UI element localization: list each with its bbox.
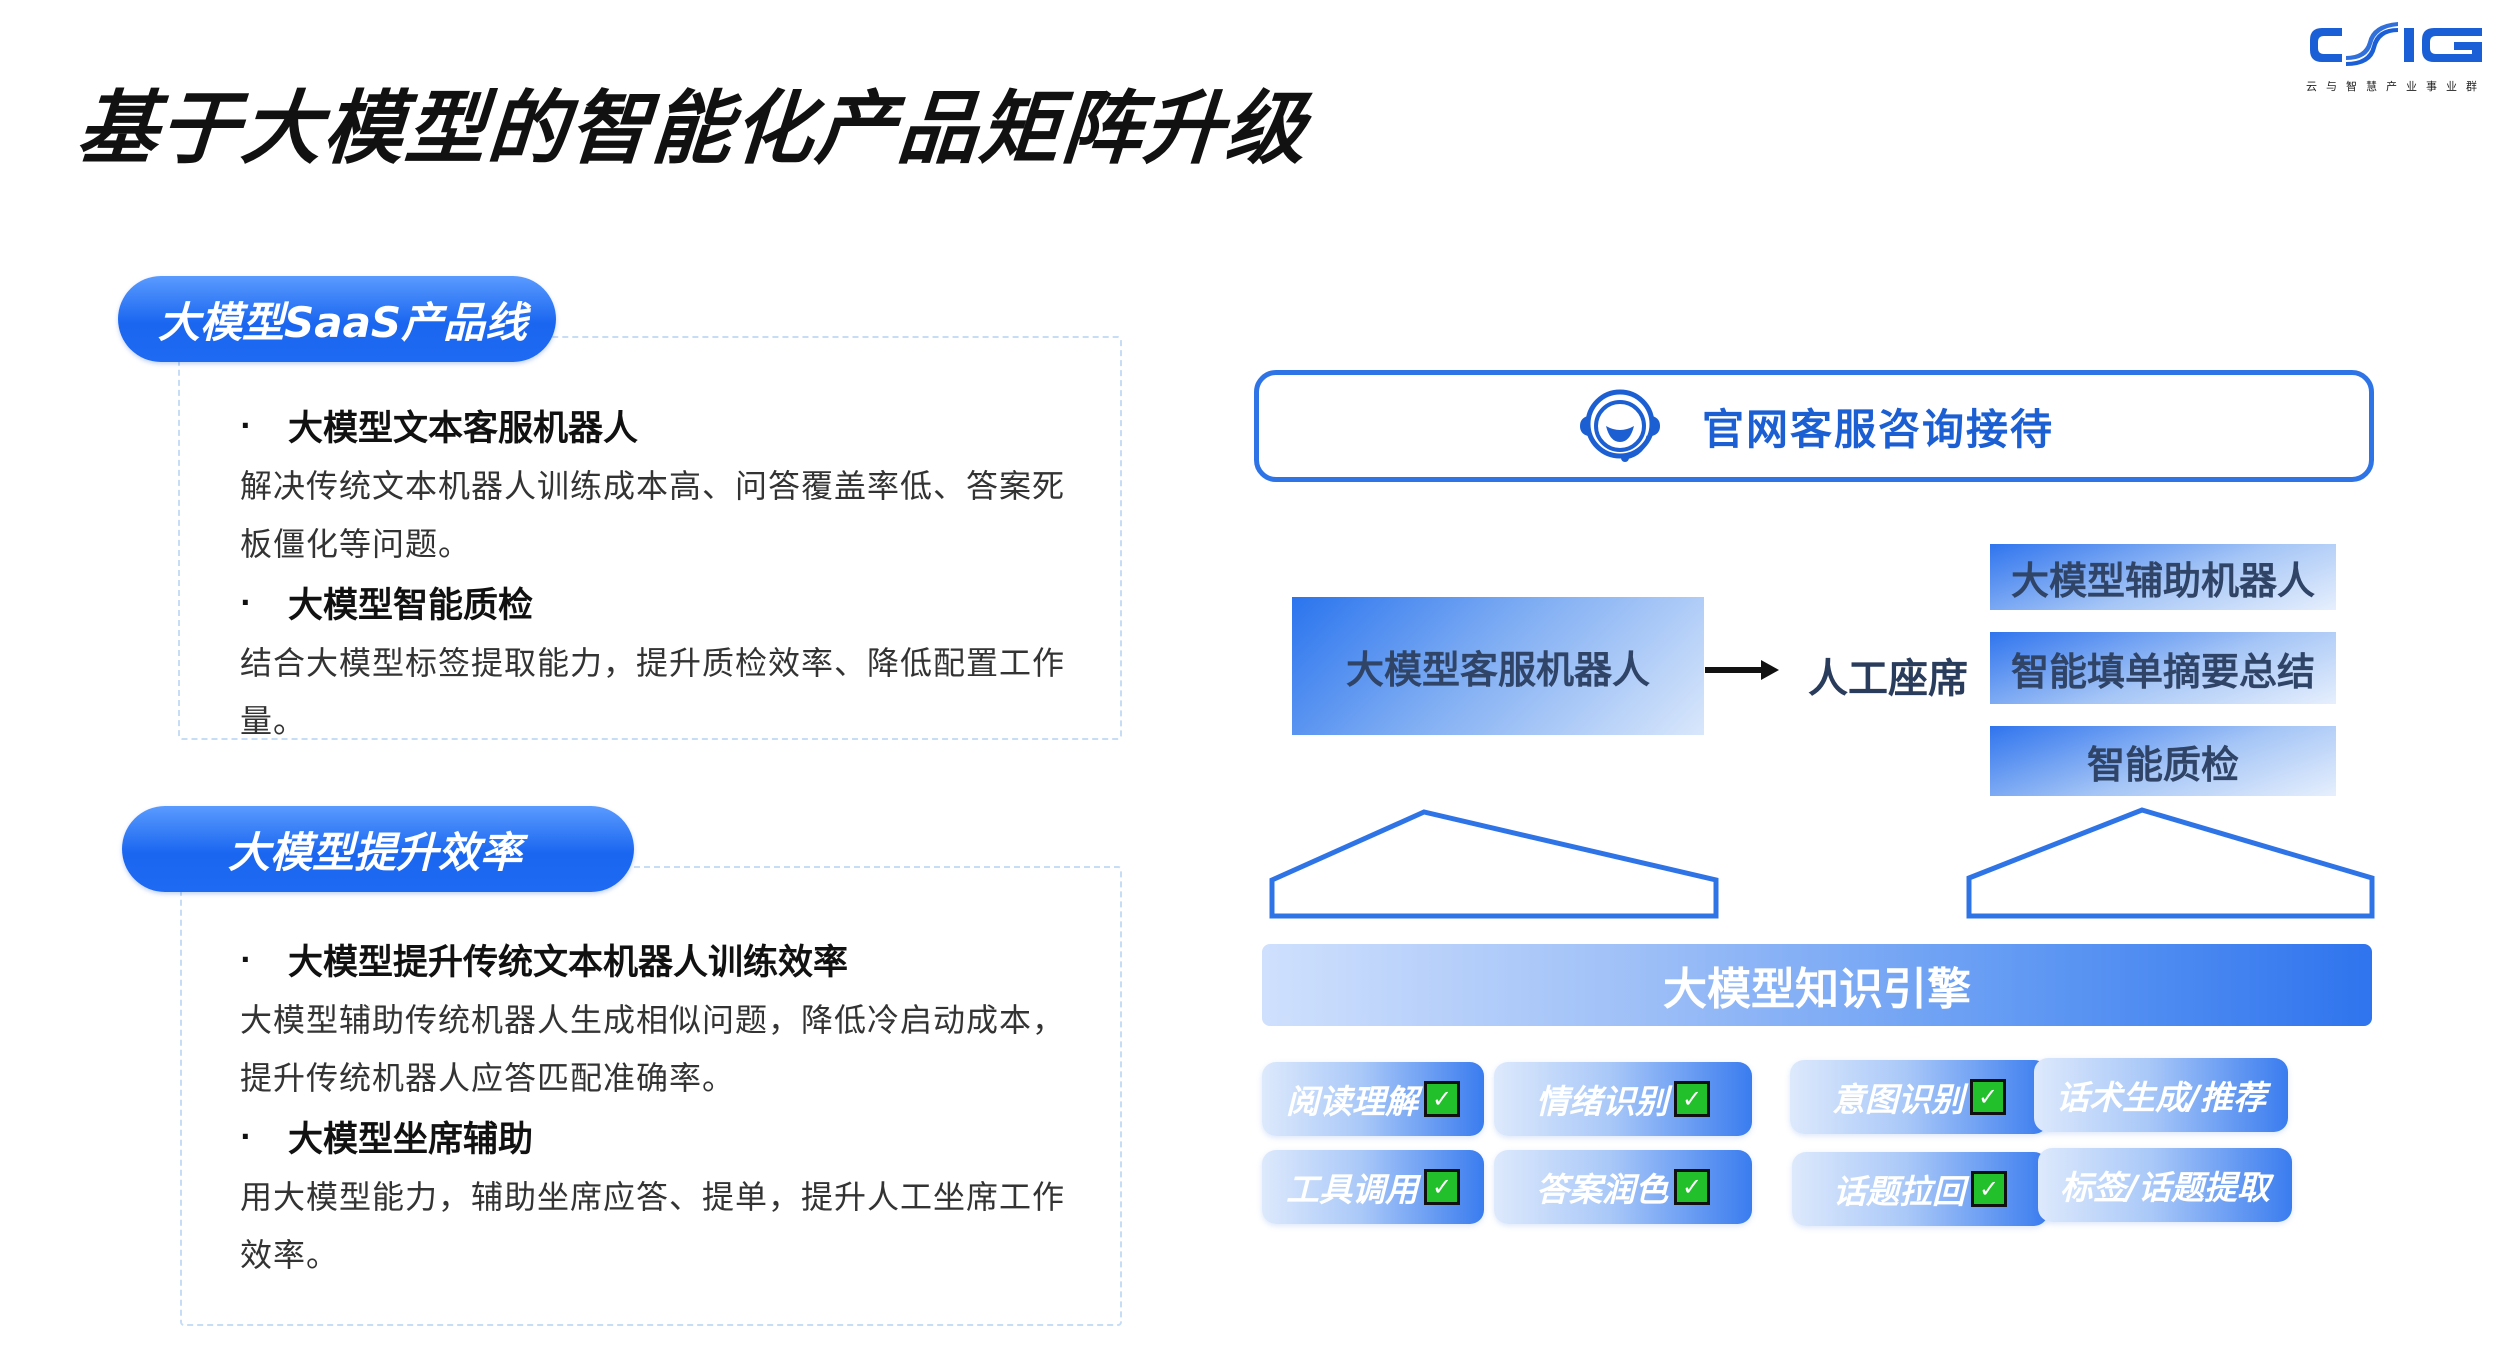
section-1-content: · 大模型文本客服机器人 解决传统文本机器人训练成本高、问答覆盖率低、答案死板僵… (240, 400, 1090, 750)
capability-chip: 阅读理解 ✓ (1262, 1062, 1484, 1136)
seat-label: 人工座席 (1808, 656, 1968, 702)
knowledge-engine-bar: 大模型知识引擎 (1262, 944, 2372, 1026)
arrow-right-icon (1705, 660, 1779, 680)
item-title: · 大模型智能质检 (240, 586, 534, 626)
check-icon: ✓ (1424, 1081, 1460, 1117)
bullet: · (240, 943, 251, 976)
csig-logo: 云与智慧产业事业群 (2306, 22, 2488, 93)
section-1-box (178, 336, 1122, 740)
bullet: · (240, 586, 251, 619)
check-icon: ✓ (1674, 1169, 1710, 1205)
item-desc: 大模型辅助传统机器人生成相似问题，降低冷启动成本，提升传统机器人应答匹配准确率。 (240, 1001, 1066, 1097)
bullet: · (240, 409, 251, 442)
item-title: · 大模型提升传统文本机器人训练效率 (240, 943, 849, 983)
section-pill-saas: 大模型SaaS产品线 (118, 276, 556, 362)
side-box-qa: 智能质检 (1990, 726, 2336, 796)
logo-subtitle: 云与智慧产业事业群 (2306, 80, 2486, 93)
capability-chip: 情绪识别 ✓ (1494, 1062, 1752, 1136)
bullet: · (240, 1120, 251, 1153)
capability-chip: 答案润色 ✓ (1494, 1150, 1752, 1224)
check-icon: ✓ (1674, 1081, 1710, 1117)
headset-icon (1579, 389, 1660, 462)
banner-label: 官网客服咨询接待 (1701, 404, 2054, 454)
roof-shapes (1269, 807, 2375, 919)
check-icon: ✓ (1424, 1169, 1460, 1205)
top-banner: 官网客服咨询接待 (1254, 370, 2374, 482)
capability-chip: 话术生成/推荐 (2034, 1058, 2288, 1132)
roof-right-icon (1966, 807, 2375, 919)
item-desc: 解决传统文本机器人训练成本高、问答覆盖率低、答案死板僵化等问题。 (240, 467, 1066, 563)
item-desc: 结合大模型标签提取能力，提升质检效率、降低配置工作量。 (240, 644, 1066, 740)
section-pill-efficiency: 大模型提升效率 (122, 806, 634, 892)
roof-left-icon (1269, 809, 1719, 919)
bot-box: 大模型客服机器人 (1292, 597, 1704, 735)
side-box-assist-bot: 大模型辅助机器人 (1990, 544, 2336, 610)
check-icon: ✓ (1970, 1079, 2006, 1115)
section-2-label: 大模型提升效率 (228, 827, 523, 877)
section-2-box (180, 866, 1122, 1326)
capability-chip: 工具调用 ✓ (1262, 1150, 1484, 1224)
capability-chip: 标签/话题提取 (2038, 1148, 2292, 1222)
csig-logo-icon (2310, 22, 2482, 66)
capability-chip: 话题拉回 ✓ (1792, 1152, 2048, 1226)
side-box-summary: 智能填单摘要总结 (1990, 632, 2336, 704)
section-2-content: · 大模型提升传统文本机器人训练效率 大模型辅助传统机器人生成相似问题，降低冷启… (240, 934, 1090, 1284)
item-title: · 大模型坐席辅助 (240, 1120, 534, 1160)
page-title: 基于大模型的智能化产品矩阵升级 (74, 82, 1311, 175)
section-1-label: 大模型SaaS产品线 (158, 297, 528, 347)
capability-chip: 意图识别 ✓ (1790, 1060, 2048, 1134)
item-title: · 大模型文本客服机器人 (240, 409, 639, 449)
check-icon: ✓ (1971, 1171, 2007, 1207)
item-desc: 用大模型能力，辅助坐席应答、提单，提升人工坐席工作效率。 (240, 1178, 1066, 1274)
